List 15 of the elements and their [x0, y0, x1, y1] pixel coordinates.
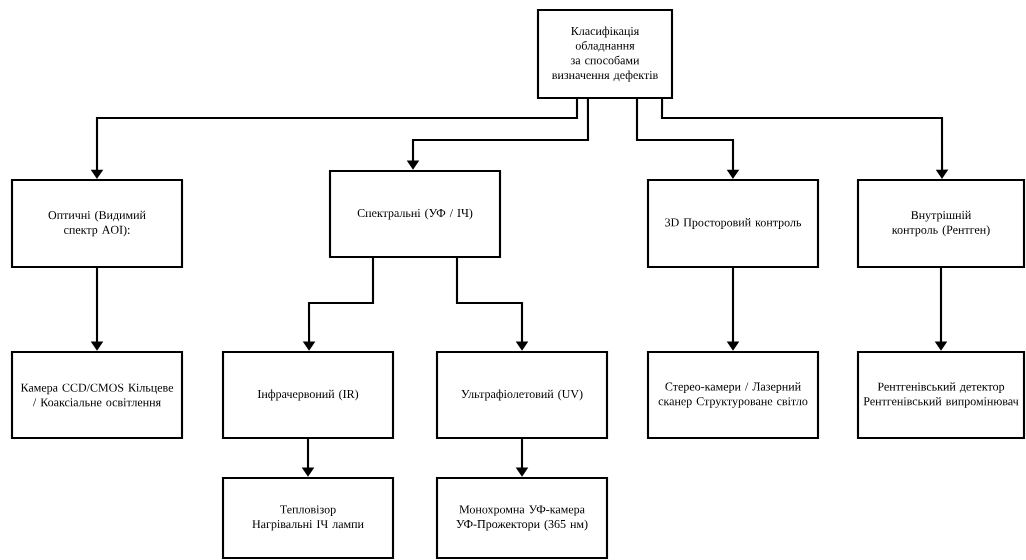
arrow	[660, 99, 949, 179]
category-box: Ультрафіолетовий (UV)	[435, 350, 609, 440]
category-box: Оптичні (Видимий спектр AOI):	[10, 178, 184, 269]
category-box: 3D Просторовий контроль	[646, 178, 820, 269]
category-box: Камера CCD/CMOS Кільцеве / Коаксіальне освітлення	[10, 350, 184, 440]
category-box: Внутрішній контроль (Рентген)	[856, 178, 1026, 269]
category-box: Інфрачервоний (IR)	[221, 350, 395, 440]
category-box: Спектральні (УФ / ІЧ)	[328, 169, 502, 259]
category-box: Монохромна УФ-камера УФ-Прожектори (365 нм)	[435, 476, 609, 560]
category-box: Рентгенівський детектор Рентгенівський випромінювач	[856, 350, 1026, 440]
category-box: Класифікація обладнання за способами визначення дефектів	[536, 8, 674, 100]
arrow	[635, 99, 740, 179]
arrow	[455, 258, 529, 351]
category-box: Стерео-камери / Лазерний сканер Структуроване світло	[646, 350, 820, 440]
category-box: Тепловізор Нагрівальні ІЧ лампи	[221, 476, 395, 560]
